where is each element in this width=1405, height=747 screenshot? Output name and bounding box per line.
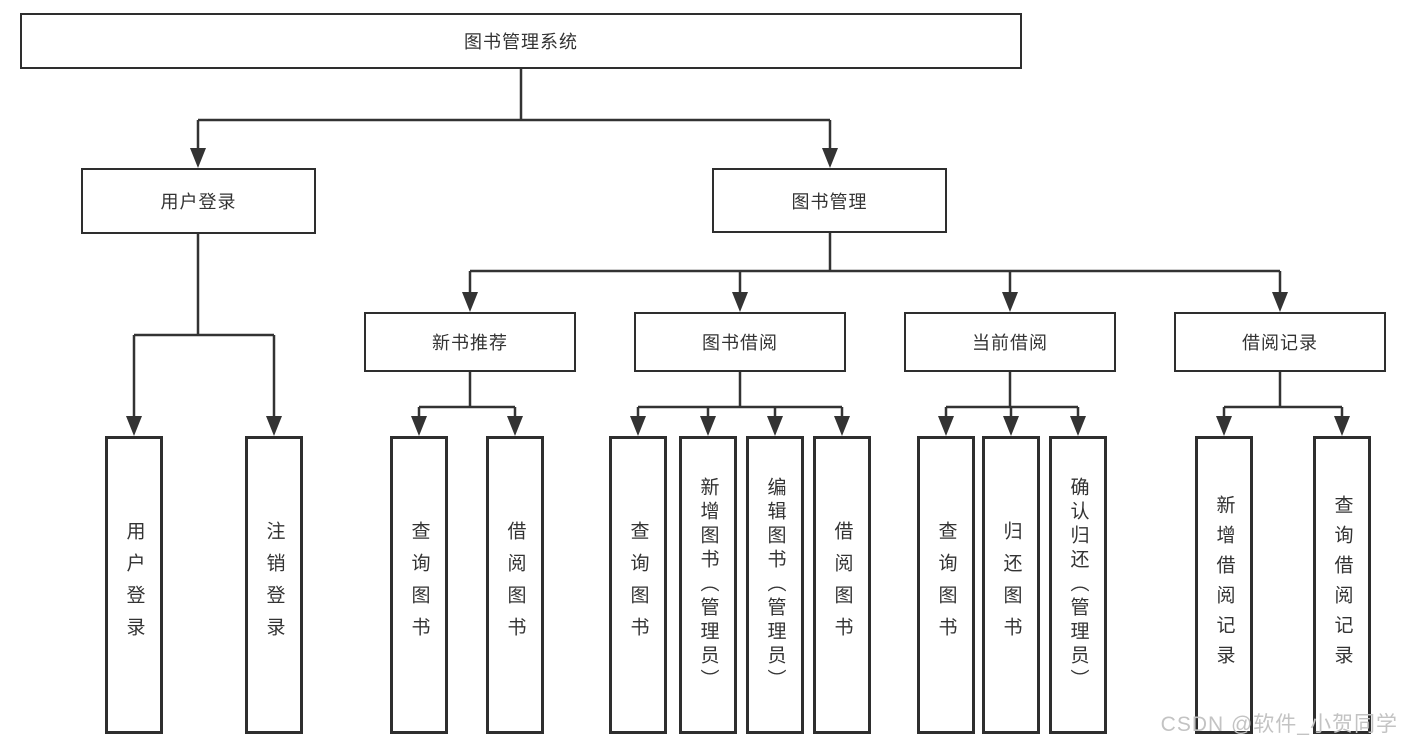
csdn-watermark: CSDN @软件_小贺同学 (1160, 713, 1398, 736)
node-book-borrowing: 图书借阅 (634, 312, 846, 372)
leaf-hist-query-record: 查询借阅记录 (1313, 436, 1371, 734)
node-library-system: 图书管理系统 (20, 13, 1022, 69)
node-borrowing-records: 借阅记录 (1174, 312, 1386, 372)
arrowheads (126, 148, 1350, 436)
leaf-cur-return-books: 归还图书 (982, 436, 1040, 734)
leaf-rec-query-books: 查询图书 (390, 436, 448, 734)
node-current-borrowing: 当前借阅 (904, 312, 1116, 372)
node-new-book-recommend: 新书推荐 (364, 312, 576, 372)
leaf-cur-confirm-return-admin: 确认归还（管理员） (1049, 436, 1107, 734)
leaf-user-login: 用户登录 (105, 436, 163, 734)
node-book-management: 图书管理 (712, 168, 947, 233)
node-user-login: 用户登录 (81, 168, 316, 234)
leaf-borrow-borrow-books: 借阅图书 (813, 436, 871, 734)
leaf-borrow-add-books-admin: 新增图书（管理员） (679, 436, 737, 734)
leaf-logout: 注销登录 (245, 436, 303, 734)
leaf-borrow-edit-books-admin: 编辑图书（管理员） (746, 436, 804, 734)
leaf-borrow-query-books: 查询图书 (609, 436, 667, 734)
leaf-cur-query-books: 查询图书 (917, 436, 975, 734)
leaf-rec-borrow-books: 借阅图书 (486, 436, 544, 734)
leaf-hist-add-record: 新增借阅记录 (1195, 436, 1253, 734)
